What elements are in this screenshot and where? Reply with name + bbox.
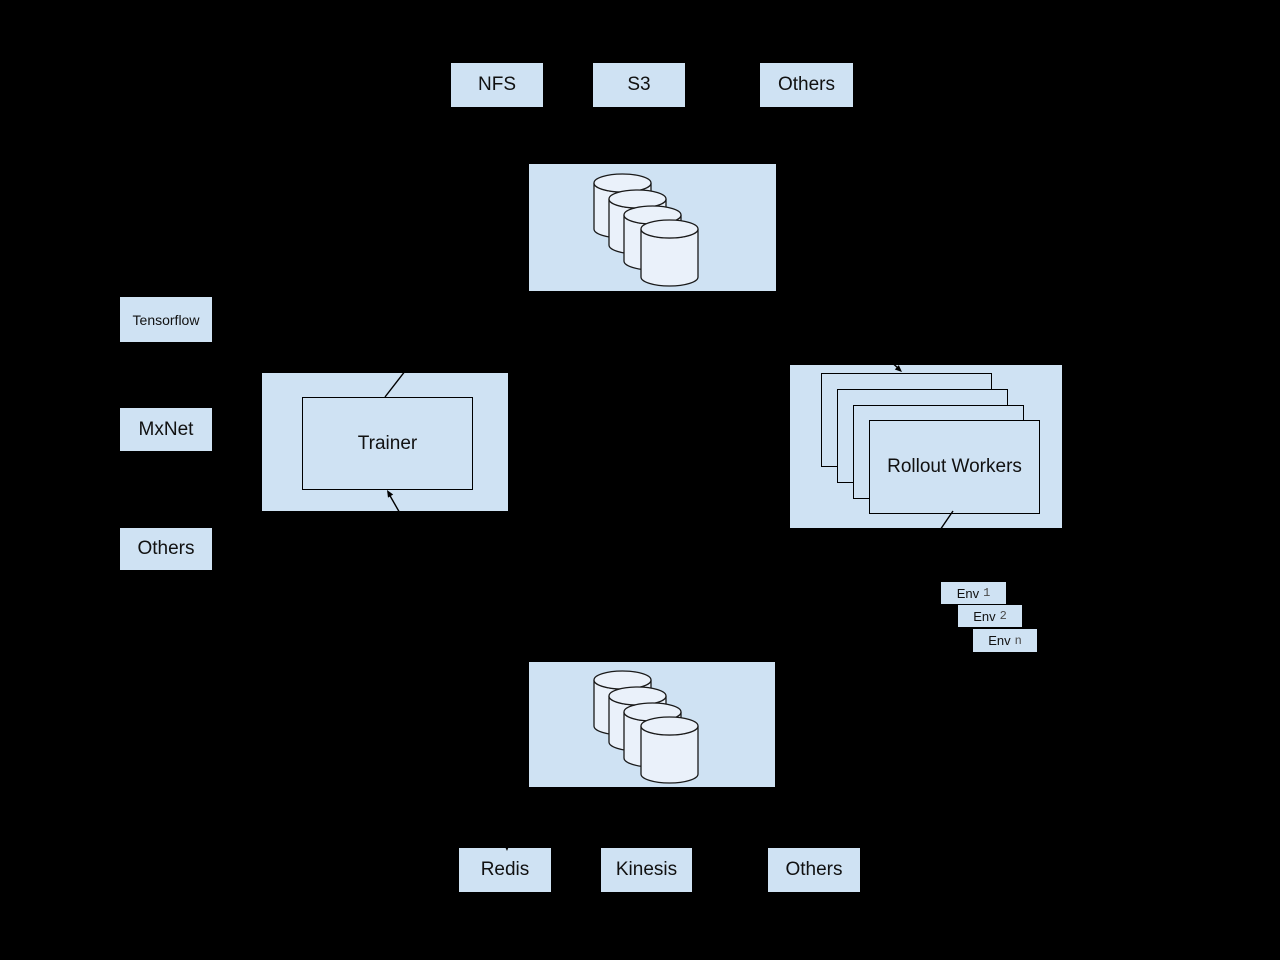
backend-box-redis-label: Redis bbox=[480, 859, 530, 880]
storage-box-s3-label: S3 bbox=[627, 74, 651, 95]
storage-box-others-top-label: Others bbox=[777, 74, 836, 95]
env-box-1-index: 1 bbox=[983, 586, 991, 600]
env-box-2: Env 2 bbox=[958, 605, 1022, 627]
trainer-box: Trainer bbox=[302, 397, 473, 490]
backend-box-redis: Redis bbox=[459, 848, 551, 892]
storage-box-others-top: Others bbox=[760, 63, 853, 107]
backend-box-others-bottom: Others bbox=[768, 848, 860, 892]
database-cylinder-icon bbox=[640, 716, 699, 784]
data-store-panel bbox=[529, 164, 776, 291]
storage-box-s3: S3 bbox=[593, 63, 685, 107]
trainer-label: Trainer bbox=[357, 432, 418, 454]
database-cylinders-icon bbox=[593, 670, 699, 784]
database-cylinder-icon bbox=[640, 219, 699, 287]
framework-box-others-left-label: Others bbox=[137, 538, 195, 559]
framework-box-tensorflow-label: Tensorflow bbox=[132, 311, 200, 328]
memory-backend-panel bbox=[529, 662, 775, 787]
framework-box-tensorflow: Tensorflow bbox=[120, 297, 212, 342]
backend-box-kinesis: Kinesis bbox=[601, 848, 692, 892]
storage-box-nfs: NFS bbox=[451, 63, 543, 107]
env-box-2-label: Env bbox=[973, 608, 996, 624]
database-cylinders-icon bbox=[593, 173, 699, 287]
backend-box-kinesis-label: Kinesis bbox=[615, 859, 678, 880]
storage-box-nfs-label: NFS bbox=[478, 74, 516, 95]
framework-box-others-left: Others bbox=[120, 528, 212, 570]
env-box-1: Env 1 bbox=[941, 582, 1006, 604]
rollout-workers-label: Rollout Workers bbox=[887, 456, 1022, 477]
rollout-worker-card-front: Rollout Workers bbox=[869, 420, 1040, 514]
env-box-2-index: 2 bbox=[999, 609, 1007, 623]
backend-box-others-bottom-label: Others bbox=[785, 859, 843, 880]
env-box-1-label: Env bbox=[956, 585, 980, 601]
framework-box-mxnet-label: MxNet bbox=[138, 418, 194, 440]
env-box-n: Env n bbox=[973, 629, 1037, 652]
framework-box-mxnet: MxNet bbox=[120, 408, 212, 451]
env-box-n-index: n bbox=[1014, 633, 1022, 648]
env-box-n-label: Env bbox=[988, 633, 1011, 648]
